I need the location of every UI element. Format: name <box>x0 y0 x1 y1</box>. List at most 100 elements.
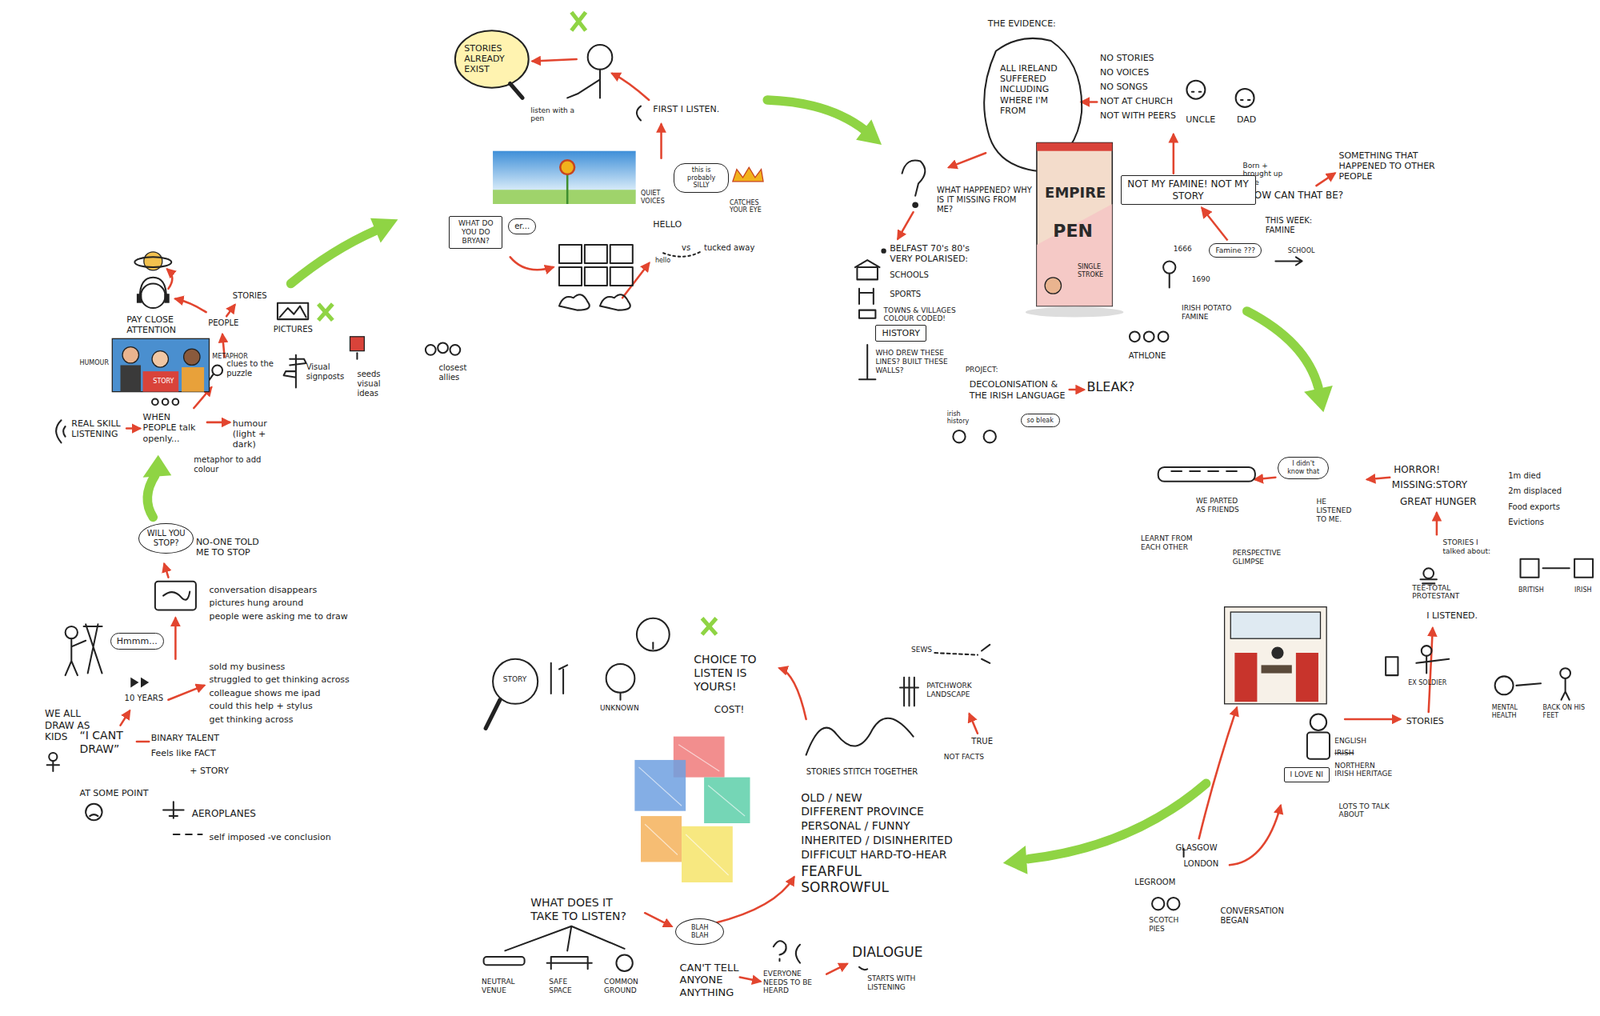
sketch-path <box>318 304 333 320</box>
note-label: + STORY <box>189 765 229 776</box>
note-label: Feels like FACT <box>151 748 216 759</box>
sketch-path <box>168 685 204 700</box>
note-label: DIFFERENT PROVINCE <box>800 804 924 819</box>
sketch-path <box>207 421 230 424</box>
sketch-path <box>934 652 978 656</box>
note-label: closest allies <box>438 363 484 383</box>
sketch-rect <box>1307 732 1330 760</box>
sketch-path <box>356 352 358 360</box>
speech-bubble: this is probably SILLY <box>673 163 730 193</box>
note-label: STARTS WITH LISTENING <box>867 974 924 992</box>
sketch-circle <box>140 283 166 308</box>
sketch-circle <box>1129 331 1140 342</box>
note-label: CONVERSATION BEGAN <box>1220 906 1292 926</box>
note-label: TEE-TOTAL PROTESTANT <box>1412 584 1474 602</box>
note-label: Visual signposts <box>306 362 352 382</box>
sketch-path <box>1296 652 1319 702</box>
node-text: so bleak <box>1027 416 1054 425</box>
sketch-path <box>622 263 649 298</box>
sketch-path <box>859 967 868 970</box>
sketch-path <box>1316 173 1335 186</box>
sketch-circle <box>152 351 168 368</box>
node-text: HISTORY <box>881 328 920 339</box>
note-label: humour (light + dark) <box>232 418 289 451</box>
sketch-ellipse <box>134 256 172 268</box>
note-label: HELLO <box>652 219 682 230</box>
sketch-rect <box>1574 559 1593 578</box>
sketch-circle <box>1144 331 1155 342</box>
note-label: GREAT HUNGER <box>1400 496 1477 508</box>
note-label: SCHOOLS <box>889 270 929 280</box>
note-label: ENGLISH <box>1334 736 1367 746</box>
note-label: vs <box>681 243 691 253</box>
note-label: REAL SKILL LISTENING <box>71 418 124 440</box>
sketch-rect <box>164 293 169 303</box>
note-label: PATCHWORK LANDSCAPE <box>926 681 993 700</box>
sketch-rect <box>155 581 196 611</box>
sketch-path <box>1436 512 1439 535</box>
sketch-circle <box>1163 260 1176 273</box>
note-label: THIS WEEK: FAMINE <box>1265 216 1317 236</box>
note-label: 1666 <box>1173 244 1192 254</box>
note-label: STORIES <box>1406 716 1444 727</box>
speech-bubble: Famine ??? <box>1208 243 1262 259</box>
sketch-polygon <box>370 218 398 244</box>
note-label: pictures hung around <box>208 597 304 608</box>
speech-bubble: er... <box>508 218 536 235</box>
sketch-rect <box>1230 612 1320 639</box>
note-label: SCOTCH PIES <box>1148 916 1190 934</box>
node-text: I didn't know that <box>1284 460 1323 476</box>
note-label: AT SOME POINT <box>79 788 148 799</box>
sketch-path <box>147 475 156 517</box>
sketch-polygon <box>140 677 149 688</box>
sketch-path <box>1192 91 1201 93</box>
note-label: 1m died <box>1508 471 1541 481</box>
sketch-path <box>1081 100 1097 104</box>
note-label: LEARNT FROM EACH OTHER <box>1140 534 1197 552</box>
sketch-rect <box>610 244 633 264</box>
sketch-circle <box>636 618 670 652</box>
sketch-ellipse <box>455 30 529 88</box>
note-label: COMMON GROUND <box>604 977 650 996</box>
sketch-path <box>1543 567 1570 569</box>
note-label: IRISH <box>1334 748 1354 758</box>
note-label: TRUE <box>971 736 993 747</box>
sketch-rect <box>1520 559 1540 578</box>
note-label: struggled to get thinking across <box>208 674 349 685</box>
sketch-path <box>636 106 641 121</box>
sketch-path <box>566 171 569 204</box>
node-text: NOT MY FAMINE! NOT MY STORY <box>1127 178 1250 202</box>
note-label: NORTHERN IRISH HERITAGE <box>1334 761 1396 780</box>
sketch-rect <box>704 777 750 824</box>
sketch-circle <box>880 248 886 253</box>
sketch-circle <box>122 347 139 364</box>
note-label: STORY <box>503 675 527 684</box>
note-label: HORROR! <box>1393 464 1440 476</box>
note-label: SAFE SPACE <box>548 977 590 996</box>
sketch-path <box>547 956 592 969</box>
sketch-path <box>47 760 60 772</box>
red-flow-arrows <box>120 59 1437 982</box>
note-label: 2m displaced <box>1508 486 1562 496</box>
note-label: HUMOUR <box>79 359 108 368</box>
sketch-path <box>84 624 103 673</box>
note-label: ALL IRELAND SUFFERED INCLUDING WHERE I'M… <box>1000 63 1064 116</box>
sketch-rect <box>1385 656 1398 676</box>
note-label: PERSPECTIVE GLIMPSE <box>1232 548 1284 567</box>
note-label: NO-ONE TOLD ME TO STOP <box>196 536 263 558</box>
note-label: seeds visual ideas <box>356 369 400 399</box>
green-flow-arrows <box>143 12 1333 874</box>
sketch-circle <box>952 430 965 443</box>
sketch-circle <box>184 348 200 365</box>
flow-connector <box>1201 207 1228 240</box>
sketch-path <box>1275 256 1302 265</box>
note-label: could this help + stylus <box>208 700 312 712</box>
sketch-circle <box>588 44 613 70</box>
sketch-circle <box>1310 714 1327 731</box>
note-label: PAY CLOSE ATTENTION <box>126 314 198 336</box>
note-label: 1690 <box>1192 275 1211 284</box>
note-label: STORIES STITCH TOGETHER <box>806 767 919 777</box>
sketch-path <box>859 288 874 304</box>
sketch-path <box>1247 311 1319 388</box>
note-label: PICTURES <box>273 324 313 335</box>
